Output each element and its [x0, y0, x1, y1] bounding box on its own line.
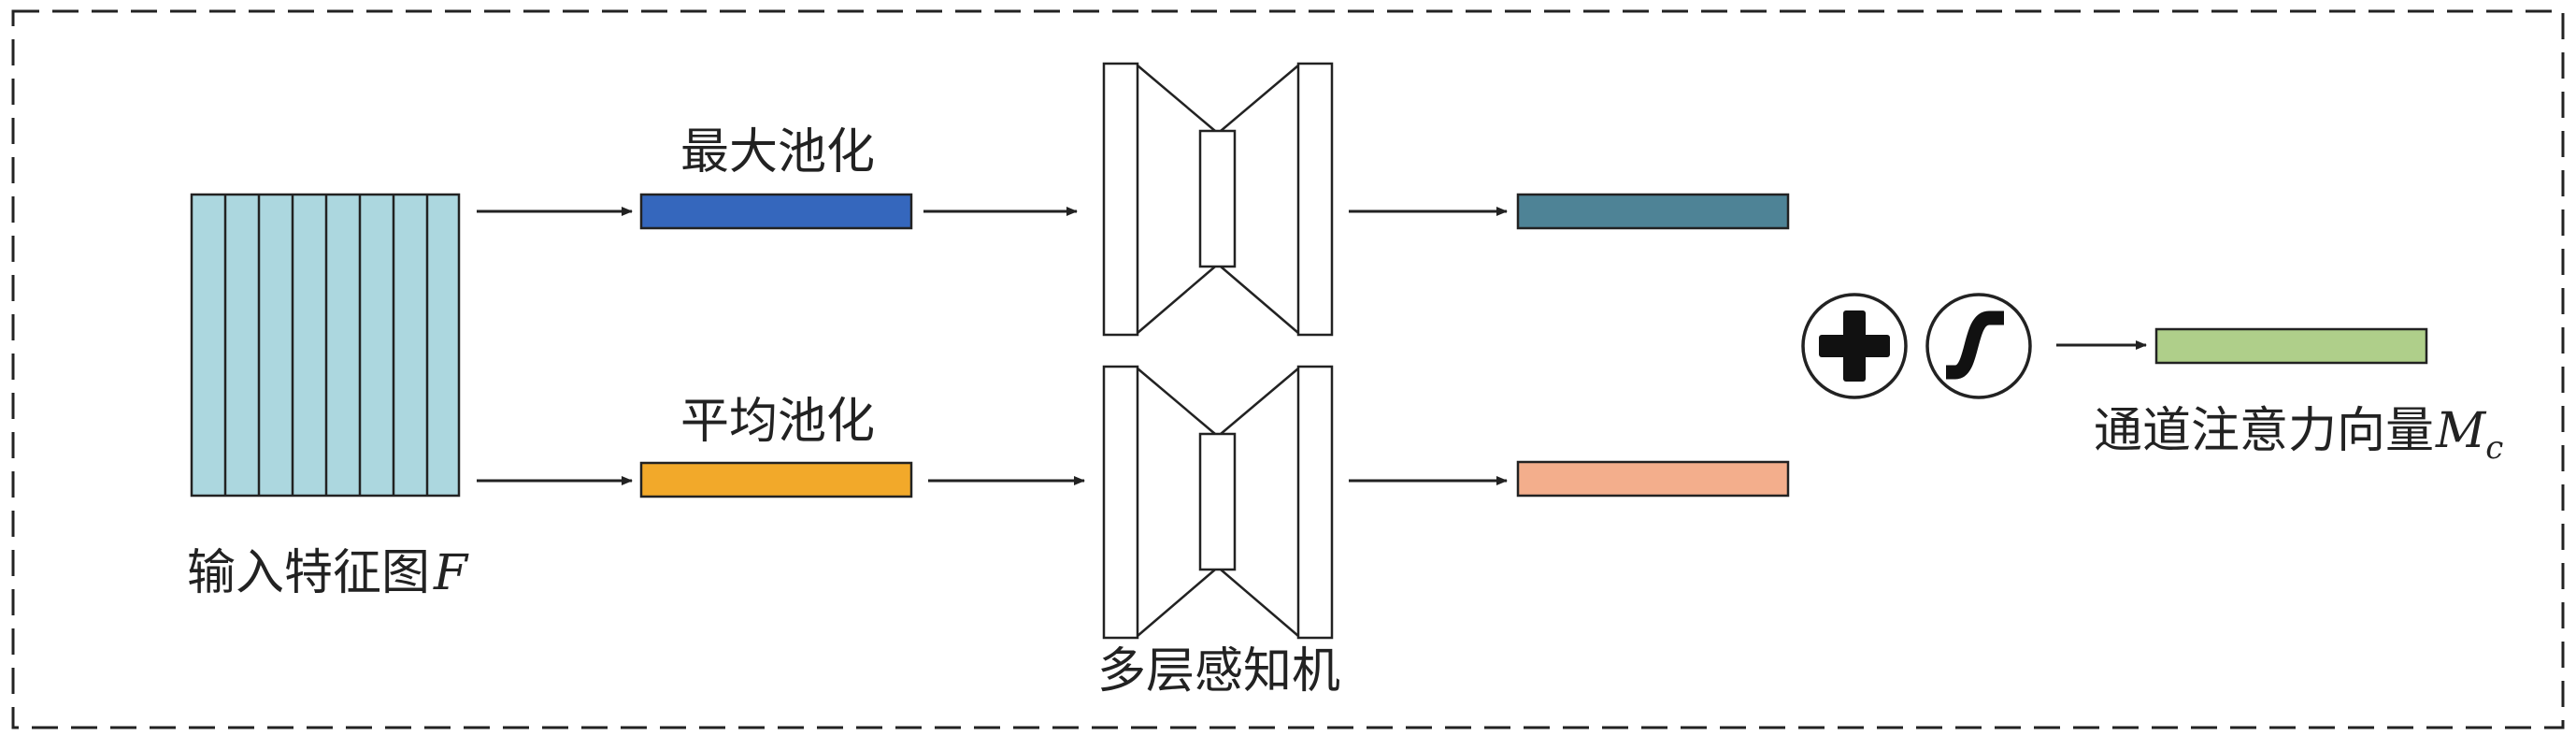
- mlp-label: 多层感知机: [1097, 643, 1340, 700]
- avg-out-bar: [1516, 460, 1790, 498]
- input-feature-label: 输入特征图F: [187, 545, 469, 601]
- mlp-bottom: [1102, 365, 1334, 640]
- max-pool-bar: [639, 193, 913, 230]
- max-out-bar: [1516, 193, 1790, 230]
- max-pool-label: 最大池化: [680, 124, 875, 180]
- dashed-border: [11, 9, 2565, 729]
- attention-label: 通道注意力向量Mc: [2094, 403, 2503, 467]
- sigmoid-icon: [1925, 293, 2032, 399]
- input-feature-map: [190, 193, 461, 498]
- avg-pool-label: 平均池化: [680, 394, 875, 450]
- plus-circle-icon: [1801, 293, 1908, 399]
- avg-pool-bar: [639, 461, 913, 498]
- mlp-top: [1102, 62, 1334, 337]
- attention-bar: [2154, 327, 2428, 365]
